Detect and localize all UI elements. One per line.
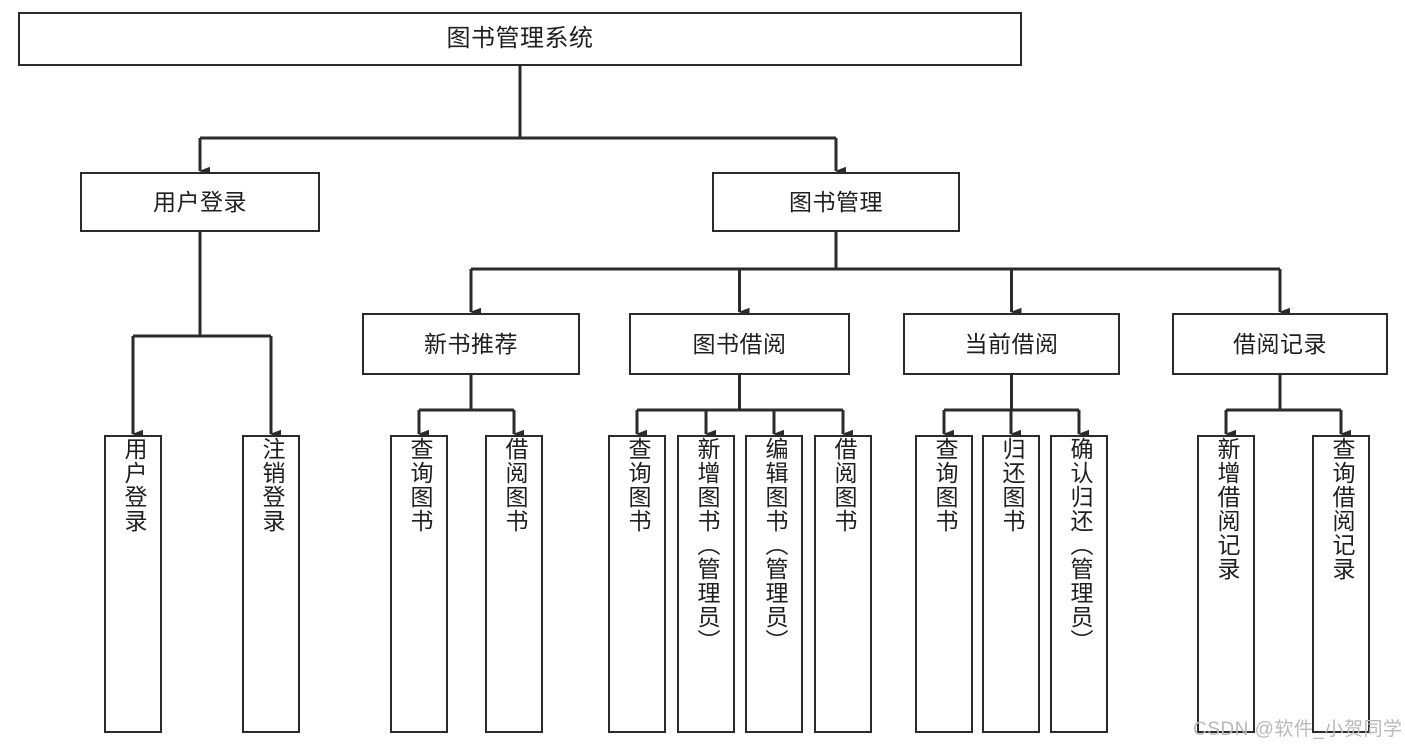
node-label-borrow-record: 借阅记录 [1233,330,1327,357]
node-label-leaf-return-book: 归还图书 [998,437,1025,533]
node-label-leaf-confirm-return: 确认归还（管理员） [1066,437,1093,653]
node-book-manage[interactable]: 图书管理 [712,172,960,232]
node-leaf-confirm-return[interactable]: 确认归还（管理员） [1050,435,1108,733]
node-leaf-borrow-book-1[interactable]: 借阅图书 [485,435,543,733]
node-label-leaf-query-book-3: 查询图书 [931,437,958,533]
node-leaf-query-record[interactable]: 查询借阅记录 [1312,435,1370,733]
node-label-new-book-rec: 新书推荐 [424,330,518,357]
node-label-leaf-user-login: 用户登录 [120,437,147,533]
node-label-leaf-query-book-1: 查询图书 [406,437,433,533]
edges-group [131,66,1351,439]
node-label-leaf-add-book: 新增图书（管理员） [693,437,720,653]
node-leaf-add-record[interactable]: 新增借阅记录 [1197,435,1255,733]
node-leaf-query-book-1[interactable]: 查询图书 [390,435,448,733]
node-label-book-borrow: 图书借阅 [692,330,787,357]
node-leaf-user-login[interactable]: 用户登录 [104,435,162,733]
watermark-label: CSDN @软件_小贺同学 [1193,719,1403,740]
node-label-book-manage: 图书管理 [789,188,883,215]
node-leaf-return-book[interactable]: 归还图书 [982,435,1040,733]
node-book-borrow[interactable]: 图书借阅 [629,313,850,375]
node-label-leaf-query-book-2: 查询图书 [624,437,651,533]
node-user-login[interactable]: 用户登录 [80,172,320,232]
node-current-borrow[interactable]: 当前借阅 [903,313,1120,375]
node-label-user-login: 用户登录 [153,188,247,215]
node-label-leaf-query-record: 查询借阅记录 [1328,437,1355,581]
node-leaf-user-logout[interactable]: 注销登录 [242,435,300,733]
node-label-leaf-add-record: 新增借阅记录 [1213,437,1240,581]
node-root[interactable]: 图书管理系统 [18,12,1022,66]
node-leaf-add-book[interactable]: 新增图书（管理员） [677,435,735,733]
node-label-leaf-edit-book: 编辑图书（管理员） [761,437,788,653]
node-label-leaf-borrow-book-1: 借阅图书 [501,437,528,533]
node-leaf-query-book-3[interactable]: 查询图书 [915,435,973,733]
node-label-current-borrow: 当前借阅 [964,330,1059,357]
node-label-leaf-borrow-book-2: 借阅图书 [830,437,857,533]
node-label-leaf-user-logout: 注销登录 [258,437,285,533]
node-borrow-record[interactable]: 借阅记录 [1172,313,1388,375]
node-label-root: 图书管理系统 [446,25,594,53]
node-leaf-borrow-book-2[interactable]: 借阅图书 [814,435,872,733]
node-leaf-edit-book[interactable]: 编辑图书（管理员） [745,435,803,733]
node-new-book-rec[interactable]: 新书推荐 [362,313,580,375]
node-leaf-query-book-2[interactable]: 查询图书 [608,435,666,733]
